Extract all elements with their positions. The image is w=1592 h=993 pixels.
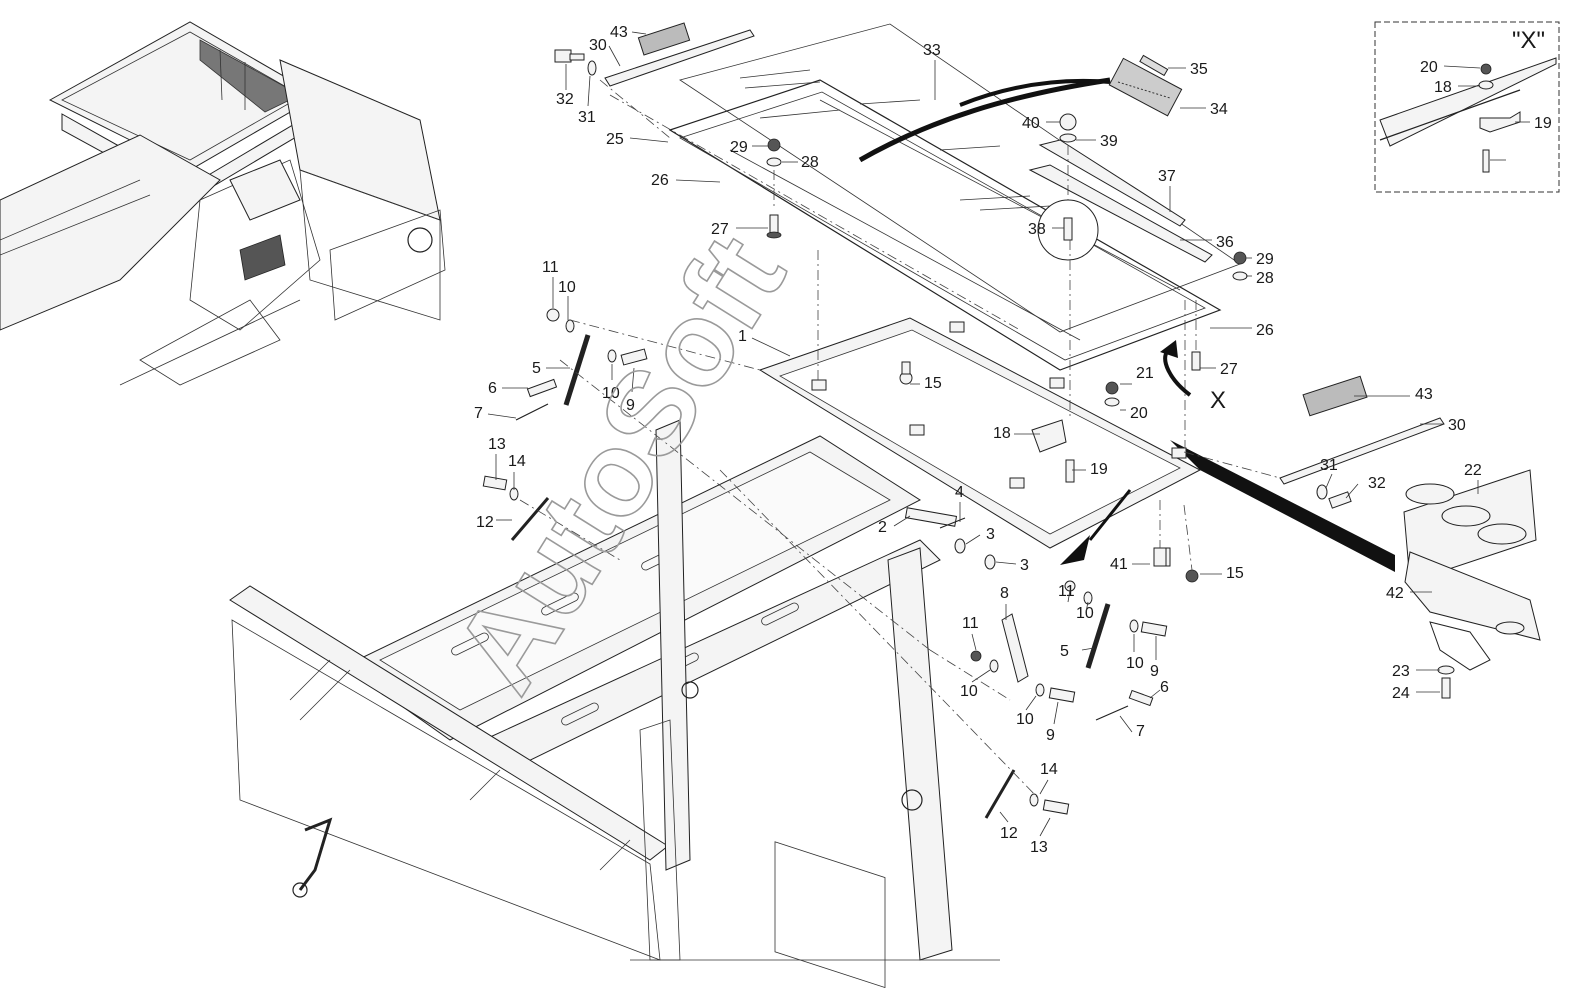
callout-24: 24 (1392, 685, 1410, 702)
callout-35: 35 (1190, 61, 1208, 78)
callout-12b: 12 (1000, 825, 1018, 842)
callout-10f: 10 (1016, 711, 1034, 728)
callout-43: 43 (610, 24, 628, 41)
callout-10d: 10 (1126, 655, 1144, 672)
cab-frame: X (758, 240, 1226, 583)
mount-assembly (1170, 440, 1541, 699)
callout-9c: 9 (1046, 727, 1055, 744)
callout-8: 8 (1000, 585, 1009, 602)
callout-9b: 9 (1150, 663, 1159, 680)
callout-18-detail: 19 (1534, 115, 1552, 132)
callout-26: 26 (651, 172, 669, 189)
arrow-x-label: X (1210, 387, 1226, 414)
callout-10b: 10 (602, 385, 620, 402)
callout-32: 32 (556, 91, 574, 108)
leader-lines (487, 31, 1479, 837)
callout-27b: 27 (1220, 361, 1238, 378)
callout-14: 14 (508, 453, 526, 470)
callout-7: 7 (474, 405, 483, 422)
callout-29b: 29 (1256, 251, 1274, 268)
machine-overview-thumbnail (0, 21, 446, 386)
callout-10e: 10 (960, 683, 978, 700)
callout-26b: 26 (1256, 322, 1274, 339)
callout-36: 36 (1216, 234, 1234, 251)
callout-11c: 11 (962, 615, 979, 632)
callout-4: 4 (955, 484, 964, 501)
callout-6b: 6 (1160, 679, 1169, 696)
callout-28b: 28 (1256, 270, 1274, 287)
callout-15: 15 (924, 375, 942, 392)
callout-2: 2 (878, 519, 887, 536)
callout-7b: 7 (1136, 723, 1145, 740)
callout-14b: 14 (1040, 761, 1058, 778)
callout-11b: 11 (1058, 583, 1075, 600)
callout-15b: 15 (1226, 565, 1244, 582)
callout-27: 27 (711, 221, 729, 238)
callout-9: 9 (626, 397, 635, 414)
callout-28: 28 (801, 154, 819, 171)
cab-body (229, 419, 1000, 989)
callout-34: 34 (1210, 101, 1228, 118)
callout-40: 40 (1022, 115, 1040, 132)
callout-21-detail: 20 (1420, 59, 1438, 76)
callout-5b: 5 (1060, 643, 1069, 660)
seal-strip-34 (1108, 57, 1183, 117)
callout-5: 5 (532, 360, 541, 377)
callout-31: 31 (578, 109, 596, 126)
callout-20: 20 (1130, 405, 1148, 422)
detail-view-title: "X" (1512, 27, 1545, 54)
roof-assembly (668, 23, 1248, 371)
callout-18: 18 (993, 425, 1011, 442)
callout-labels: 43 30 32 31 33 35 34 40 39 25 29 28 26 3… (474, 24, 1482, 856)
callout-11: 11 (542, 259, 559, 276)
callout-29: 29 (730, 139, 748, 156)
callout-3: 3 (986, 526, 995, 543)
callout-6: 6 (488, 380, 497, 397)
hardware (482, 94, 1281, 819)
callout-10: 10 (558, 279, 576, 296)
callout-13b: 13 (1030, 839, 1048, 856)
callout-32b: 32 (1368, 475, 1386, 492)
callout-20-detail: 18 (1434, 79, 1452, 96)
callout-31b: 31 (1320, 457, 1338, 474)
callout-42: 42 (1386, 585, 1404, 602)
callout-43b: 43 (1415, 386, 1433, 403)
callout-25: 25 (606, 131, 624, 148)
callout-13: 13 (488, 436, 506, 453)
callout-19: 19 (1090, 461, 1108, 478)
callout-39: 39 (1100, 133, 1118, 150)
detail-view-x: "X" 20 18 19 (1374, 21, 1560, 193)
callout-21: 21 (1136, 365, 1154, 382)
callout-3b: 3 (1020, 557, 1029, 574)
callout-30b: 30 (1448, 417, 1466, 434)
callout-33: 33 (923, 42, 941, 59)
callout-1: 1 (738, 328, 747, 345)
callout-23: 23 (1392, 663, 1410, 680)
callout-30: 30 (589, 37, 607, 54)
callout-10c: 10 (1076, 605, 1094, 622)
callout-38: 38 (1028, 221, 1046, 238)
callout-12: 12 (476, 514, 494, 531)
callout-22: 22 (1464, 462, 1482, 479)
callout-41: 41 (1110, 556, 1128, 573)
callout-37: 37 (1158, 168, 1176, 185)
